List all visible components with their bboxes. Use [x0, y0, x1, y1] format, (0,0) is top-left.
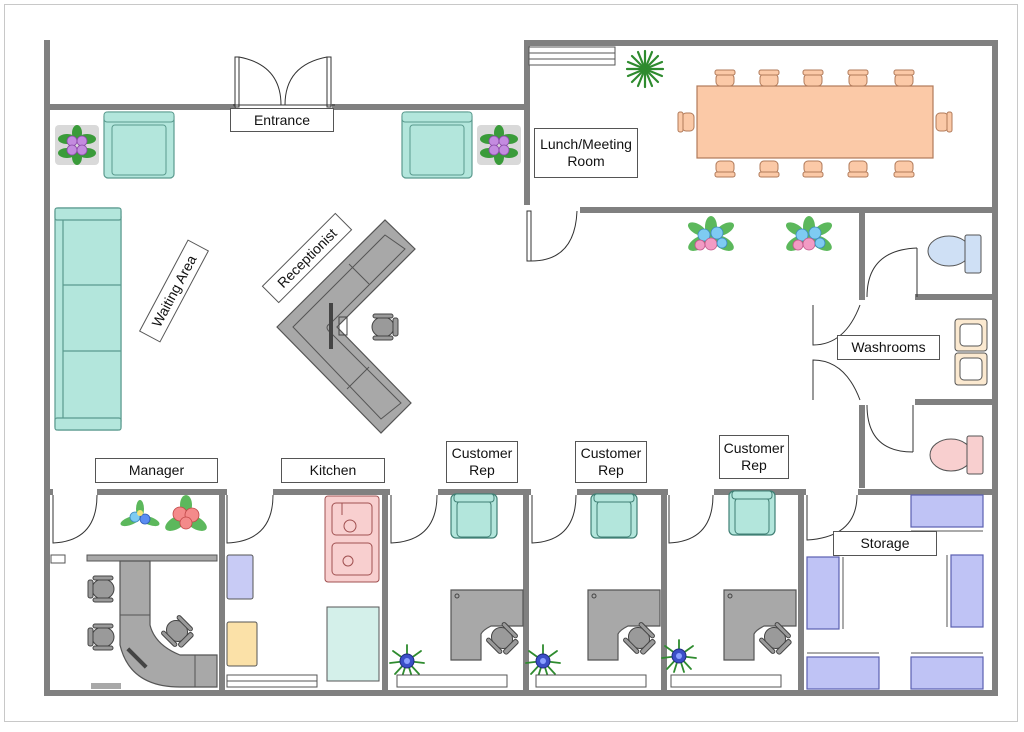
armchair-left [103, 111, 175, 179]
rep-office-3 [661, 490, 797, 688]
lunch-plant [625, 49, 665, 89]
armchair-right [401, 111, 473, 179]
doors [52, 56, 918, 544]
customer-rep-label-3: Customer Rep [719, 435, 789, 479]
rep-office-2 [525, 493, 661, 688]
manager-office [50, 494, 218, 689]
floor-plan-frame [4, 4, 1018, 722]
flowerpot-right [476, 124, 522, 166]
kitchen [226, 495, 380, 688]
kitchen-sink-stove [324, 495, 380, 583]
flower-bush-1 [685, 215, 737, 255]
meeting-table [696, 85, 934, 159]
lunch-room [528, 46, 953, 178]
toilet-top [927, 234, 982, 274]
customer-rep-label-2: Customer Rep [575, 441, 647, 483]
waiting-sofa [54, 207, 122, 431]
lunch-meeting-room-label: Lunch/Meeting Room [534, 128, 638, 178]
washrooms-label: Washrooms [837, 335, 940, 360]
storage-label: Storage [833, 531, 937, 556]
flowerpot-left [54, 124, 100, 166]
washroom-fixtures [927, 234, 988, 475]
entrance-label: Entrance [230, 108, 334, 132]
storage-room [806, 494, 984, 690]
floor-plan [44, 40, 998, 696]
customer-rep-label-1: Customer Rep [446, 441, 518, 483]
sinks [954, 318, 988, 386]
toilet-bottom [929, 435, 984, 475]
rep-office-1 [389, 493, 524, 688]
lobby [54, 111, 835, 434]
manager-label: Manager [95, 458, 218, 483]
flower-bush-2 [783, 215, 835, 255]
reception-desk [276, 219, 416, 434]
kitchen-label: Kitchen [281, 458, 385, 483]
